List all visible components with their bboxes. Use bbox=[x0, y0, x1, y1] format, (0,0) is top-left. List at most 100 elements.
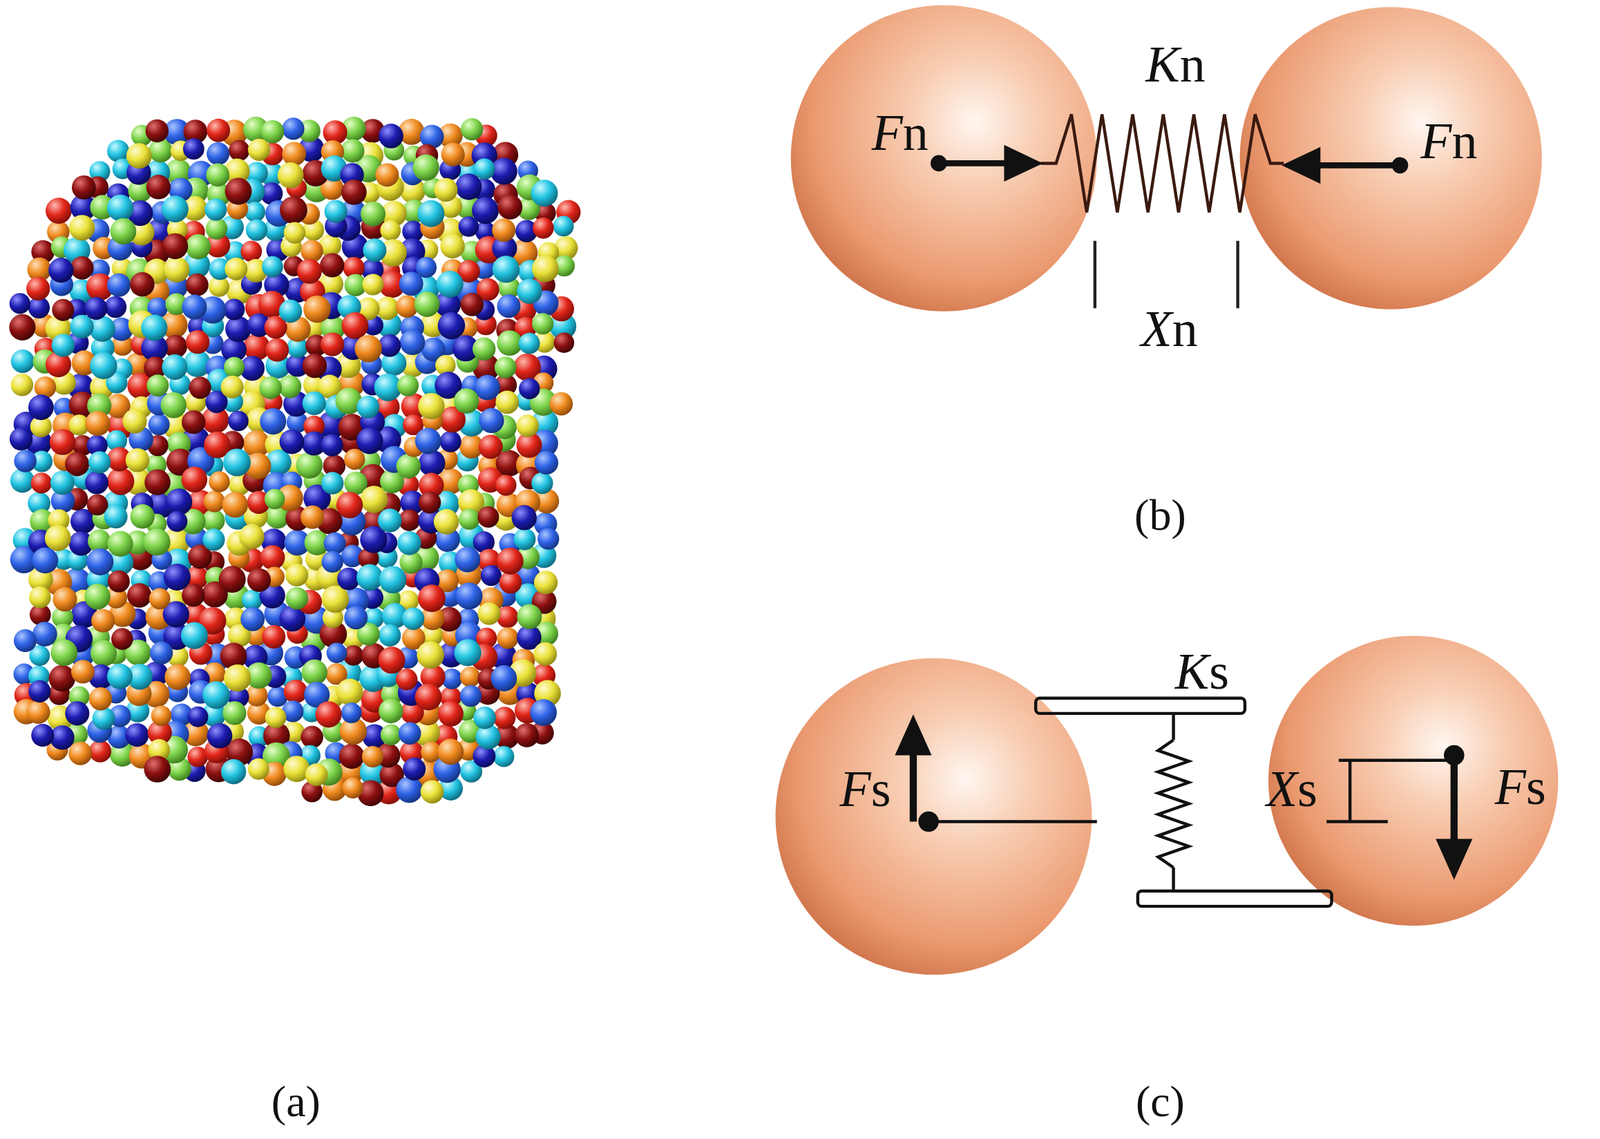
particle bbox=[89, 740, 112, 763]
particle bbox=[11, 349, 35, 374]
particle bbox=[44, 525, 72, 552]
particle bbox=[518, 378, 540, 400]
particle bbox=[187, 706, 209, 728]
particle-sphere bbox=[791, 4, 1098, 311]
particle bbox=[300, 505, 325, 530]
particle bbox=[89, 687, 112, 711]
particle bbox=[341, 312, 369, 340]
particle bbox=[321, 471, 344, 495]
particle bbox=[223, 357, 245, 378]
particle bbox=[491, 218, 516, 242]
particle bbox=[496, 294, 521, 318]
particle bbox=[418, 491, 441, 514]
particle bbox=[499, 571, 522, 595]
particle bbox=[511, 505, 537, 530]
particle bbox=[324, 200, 348, 224]
particle bbox=[537, 528, 559, 550]
force-arrow bbox=[894, 714, 1473, 880]
particle bbox=[166, 511, 188, 532]
particle-sphere: Fn bbox=[791, 4, 1098, 311]
particle bbox=[104, 505, 128, 529]
particle bbox=[277, 162, 304, 189]
particle bbox=[87, 494, 109, 517]
particle bbox=[295, 451, 323, 479]
particle bbox=[377, 508, 403, 533]
particle bbox=[360, 485, 389, 514]
particle bbox=[496, 547, 524, 575]
particle bbox=[356, 395, 380, 419]
particle bbox=[143, 755, 171, 783]
particle bbox=[341, 702, 363, 724]
particle bbox=[433, 509, 460, 535]
particle bbox=[222, 491, 249, 519]
particle bbox=[516, 279, 542, 304]
particle bbox=[28, 680, 51, 703]
particle bbox=[516, 414, 539, 438]
displacement-label: Xn bbox=[1141, 303, 1198, 355]
particle bbox=[297, 259, 322, 284]
particle bbox=[26, 277, 50, 301]
force-label: Fn bbox=[871, 107, 929, 159]
particle bbox=[514, 723, 539, 748]
particle bbox=[478, 434, 503, 459]
particle bbox=[144, 469, 171, 496]
particle bbox=[326, 643, 348, 664]
particle bbox=[185, 330, 210, 354]
particle bbox=[493, 746, 514, 767]
particle bbox=[416, 641, 445, 670]
particle bbox=[440, 431, 462, 453]
particle bbox=[239, 524, 265, 550]
particle bbox=[208, 471, 230, 492]
particle bbox=[140, 315, 168, 342]
particle bbox=[86, 548, 114, 576]
particle bbox=[379, 565, 407, 594]
particle bbox=[205, 217, 228, 240]
particle bbox=[362, 238, 387, 262]
particle bbox=[163, 563, 191, 591]
particle bbox=[107, 467, 135, 496]
particle bbox=[319, 252, 345, 278]
particle bbox=[472, 337, 496, 360]
particle bbox=[453, 388, 479, 414]
particle bbox=[493, 706, 516, 729]
force-arrow bbox=[930, 145, 1408, 184]
particle bbox=[71, 660, 95, 684]
particle bbox=[13, 449, 36, 473]
particle bbox=[11, 373, 34, 397]
particle bbox=[518, 332, 541, 355]
particle bbox=[125, 723, 149, 747]
particle bbox=[492, 255, 520, 283]
particle bbox=[531, 472, 553, 494]
particle bbox=[474, 375, 501, 401]
particle bbox=[437, 701, 464, 727]
particle bbox=[513, 528, 537, 551]
particle bbox=[495, 474, 517, 496]
particle bbox=[107, 140, 130, 163]
particle bbox=[225, 178, 253, 206]
particle bbox=[45, 197, 72, 224]
particle bbox=[28, 394, 54, 421]
particle bbox=[88, 451, 111, 474]
particle bbox=[129, 272, 155, 297]
particle bbox=[301, 659, 328, 686]
particle bbox=[163, 256, 190, 283]
particle bbox=[189, 376, 212, 399]
particle bbox=[50, 639, 78, 667]
particle bbox=[399, 271, 424, 296]
particle-sphere: Fs bbox=[775, 658, 1093, 975]
particle bbox=[532, 217, 555, 240]
particle bbox=[203, 490, 226, 512]
particle bbox=[34, 376, 57, 399]
particle bbox=[478, 408, 504, 434]
particle bbox=[529, 699, 557, 727]
particle bbox=[324, 532, 347, 555]
particle bbox=[69, 214, 95, 241]
particle bbox=[321, 434, 344, 457]
particle bbox=[362, 273, 384, 295]
particle bbox=[398, 721, 421, 745]
particle bbox=[89, 352, 117, 380]
particle bbox=[223, 449, 251, 477]
particle bbox=[531, 179, 559, 207]
particle bbox=[202, 528, 225, 551]
